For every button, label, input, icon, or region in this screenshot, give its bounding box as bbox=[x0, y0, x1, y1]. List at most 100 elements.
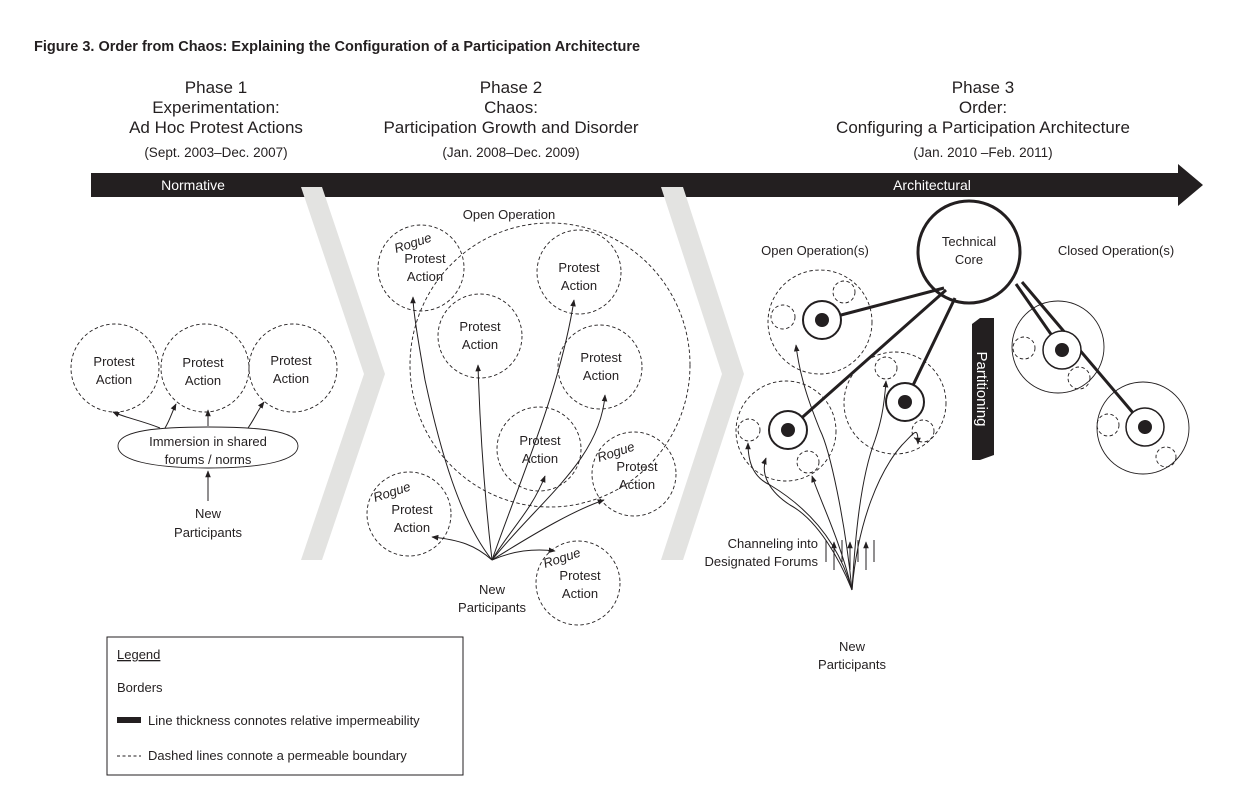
p3-core-line1: Technical bbox=[942, 234, 996, 249]
p3-closed-op-1 bbox=[1011, 300, 1105, 394]
p2-arrow-rogue-bottom bbox=[491, 547, 556, 561]
p1-arrow-1 bbox=[112, 411, 161, 429]
p3-core-line2: Core bbox=[955, 252, 983, 267]
p2-rogue-bottom-line2: Action bbox=[562, 586, 598, 601]
p2-rogue-top-line2: Action bbox=[407, 269, 443, 284]
p3-open-operations-label: Open Operation(s) bbox=[761, 243, 869, 258]
p2-rogue-right-line2: Action bbox=[619, 477, 655, 492]
p2-arrow-protest-d bbox=[491, 475, 546, 561]
p3-link-op1 bbox=[821, 286, 945, 322]
p3-partitioning-label: Partitioning bbox=[973, 351, 990, 426]
p2-protest-b-line2: Action bbox=[462, 337, 498, 352]
phase-3-line1: Order: bbox=[959, 98, 1007, 117]
p1-protest-2-line2: Action bbox=[185, 373, 221, 388]
p2-arrows bbox=[410, 296, 608, 561]
p2-arrow-protest-a bbox=[491, 299, 576, 561]
p1-participants-line1: New bbox=[195, 506, 222, 521]
p1-arrow-2 bbox=[164, 403, 177, 429]
p2-protest-a-line2: Action bbox=[561, 278, 597, 293]
p3-open-op-2 bbox=[735, 380, 837, 482]
p2-rogue-label-bottom: Rogue bbox=[541, 545, 582, 571]
p3-arrow-3 bbox=[793, 344, 853, 591]
p3-small-1a bbox=[770, 304, 796, 330]
p3-arrow-6 bbox=[745, 442, 853, 591]
p3-open-op-1 bbox=[767, 269, 873, 375]
p1-arrow-4 bbox=[247, 401, 265, 429]
phase-2-line2: Participation Growth and Disorder bbox=[383, 118, 638, 137]
p3-arrow-2 bbox=[811, 475, 853, 591]
p1-forum-line2: forums / norms bbox=[165, 452, 252, 467]
p2-open-operation-label: Open Operation bbox=[463, 207, 556, 222]
p2-protest-b-line1: Protest bbox=[459, 319, 501, 334]
p3-technical-core bbox=[916, 199, 1022, 305]
p2-open-operation-boundary bbox=[409, 222, 691, 508]
legend-thick-swatch bbox=[117, 717, 141, 723]
p2-rogue-circle-right bbox=[591, 431, 677, 517]
p2-rogue-left-line2: Action bbox=[394, 520, 430, 535]
p2-rogue-right-line1: Protest bbox=[616, 459, 658, 474]
p2-protest-circle-a bbox=[536, 229, 622, 315]
p3-nucleus-1 bbox=[815, 313, 829, 327]
p1-participants-line2: Participants bbox=[174, 525, 242, 540]
p3-channel-gates bbox=[825, 540, 875, 570]
p3-link-closed2 bbox=[1020, 281, 1147, 428]
p3-small-2b bbox=[796, 450, 820, 474]
p1-protest-1-line2: Action bbox=[96, 372, 132, 387]
phase-3-dates: (Jan. 2010 –Feb. 2011) bbox=[913, 145, 1052, 160]
p1-protest-2-line1: Protest bbox=[182, 355, 224, 370]
p2-protest-c-line2: Action bbox=[583, 368, 619, 383]
p3-nucleus-5 bbox=[1138, 420, 1152, 434]
phase-1-name: Phase 1 bbox=[185, 78, 247, 97]
p3-small-3b bbox=[911, 419, 935, 443]
p3-small-2a bbox=[737, 418, 761, 442]
phase-3-diagram: Open Operation(s) Closed Operation(s) Te… bbox=[705, 199, 1190, 672]
p2-arrow-rogue-left bbox=[431, 534, 493, 561]
timeline-right-label: Architectural bbox=[893, 177, 971, 193]
p2-protest-c-line1: Protest bbox=[580, 350, 622, 365]
phase-1-dates: (Sept. 2003–Dec. 2007) bbox=[144, 145, 287, 160]
legend-thick-desc: Line thickness connotes relative imperme… bbox=[148, 713, 420, 728]
phase-2-dates: (Jan. 2008–Dec. 2009) bbox=[442, 145, 579, 160]
phase-2-header: Phase 2 Chaos: Participation Growth and … bbox=[383, 78, 638, 160]
p2-arrow-rogue-top bbox=[410, 296, 493, 561]
timeline-bar bbox=[91, 164, 1203, 206]
p1-forum-line1: Immersion in shared bbox=[149, 434, 267, 449]
p3-small-c2b bbox=[1155, 446, 1177, 468]
p3-arrow-1 bbox=[761, 457, 853, 591]
timeline-left-label: Normative bbox=[161, 177, 225, 193]
p1-protest-3-line2: Action bbox=[273, 371, 309, 386]
p2-rogue-circle-bottom bbox=[535, 540, 621, 626]
p2-participants-line1: New bbox=[479, 582, 506, 597]
phase-1-header: Phase 1 Experimentation: Ad Hoc Protest … bbox=[129, 78, 303, 160]
legend: Legend Borders Line thickness connotes r… bbox=[106, 636, 464, 776]
p1-protest-3-line1: Protest bbox=[270, 353, 312, 368]
p2-arrow-protest-b bbox=[475, 364, 493, 561]
phase-1-diagram: Protest Action Protest Action Protest Ac… bbox=[70, 323, 338, 540]
p1-protest-circle-3 bbox=[248, 323, 338, 413]
legend-box bbox=[106, 636, 464, 776]
p3-link-op2 bbox=[787, 288, 947, 432]
p2-protest-circle-b bbox=[437, 293, 523, 379]
p2-rogue-bottom-line1: Protest bbox=[559, 568, 601, 583]
p3-nucleus-2 bbox=[781, 423, 795, 437]
p2-arrow-protest-c bbox=[491, 394, 608, 561]
chevron-divider-2 bbox=[661, 187, 744, 560]
p3-nucleus-4 bbox=[1055, 343, 1069, 357]
p3-small-3a bbox=[874, 356, 898, 380]
p2-rogue-left-line1: Protest bbox=[391, 502, 433, 517]
phase-2-line1: Chaos: bbox=[484, 98, 538, 117]
p3-arrow-4 bbox=[851, 380, 889, 591]
p3-participants-line1: New bbox=[839, 639, 866, 654]
p3-small-c2a bbox=[1096, 413, 1120, 437]
p2-rogue-circle-left bbox=[366, 471, 452, 557]
figure-title: Figure 3. Order from Chaos: Explaining t… bbox=[34, 39, 640, 55]
p3-participants-line2: Participants bbox=[818, 657, 886, 672]
p3-small-1b bbox=[832, 280, 856, 304]
legend-borders: Borders bbox=[117, 680, 163, 695]
p3-channel-arrows bbox=[745, 344, 921, 591]
phase-3-name: Phase 3 bbox=[952, 78, 1014, 97]
p2-protest-a-line1: Protest bbox=[558, 260, 600, 275]
p3-channeling-line1: Channeling into bbox=[728, 536, 818, 551]
p3-arrow-5 bbox=[851, 432, 921, 591]
phase-3-header: Phase 3 Order: Configuring a Participati… bbox=[836, 78, 1130, 160]
